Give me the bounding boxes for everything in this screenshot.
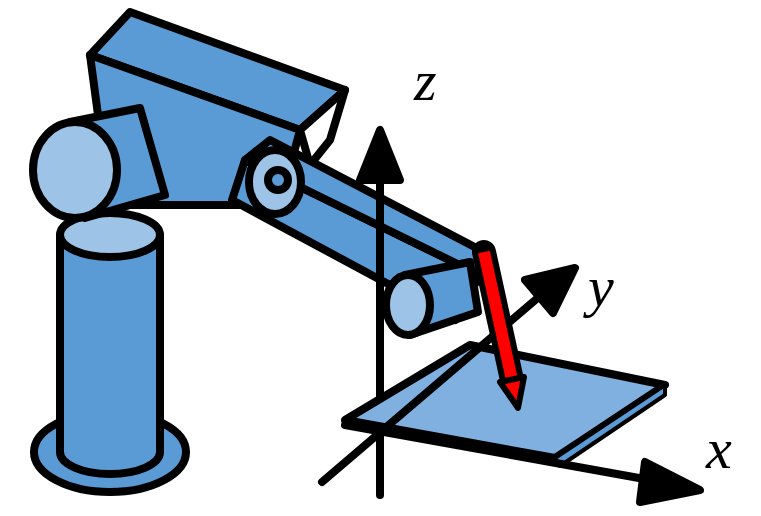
pen-body: [484, 252, 512, 380]
z-arrowhead: [360, 130, 400, 180]
elbow-pin: [268, 170, 288, 190]
robot-column: [60, 235, 160, 474]
axis-label: x: [706, 420, 732, 478]
x-arrowhead: [640, 462, 700, 502]
wrist-face: [386, 275, 430, 335]
y-arrowhead: [525, 268, 575, 313]
x-axis: [345, 425, 650, 480]
axis-label: z: [414, 52, 437, 110]
elbow-joint: [249, 150, 301, 214]
axis-label: y: [588, 258, 614, 316]
upper-arm-end: [300, 90, 345, 165]
paper-edge: [555, 385, 665, 466]
pen-tip: [500, 377, 524, 408]
z-axis: [376, 175, 384, 495]
pen-outline: [484, 252, 512, 380]
shoulder-face: [33, 122, 117, 218]
